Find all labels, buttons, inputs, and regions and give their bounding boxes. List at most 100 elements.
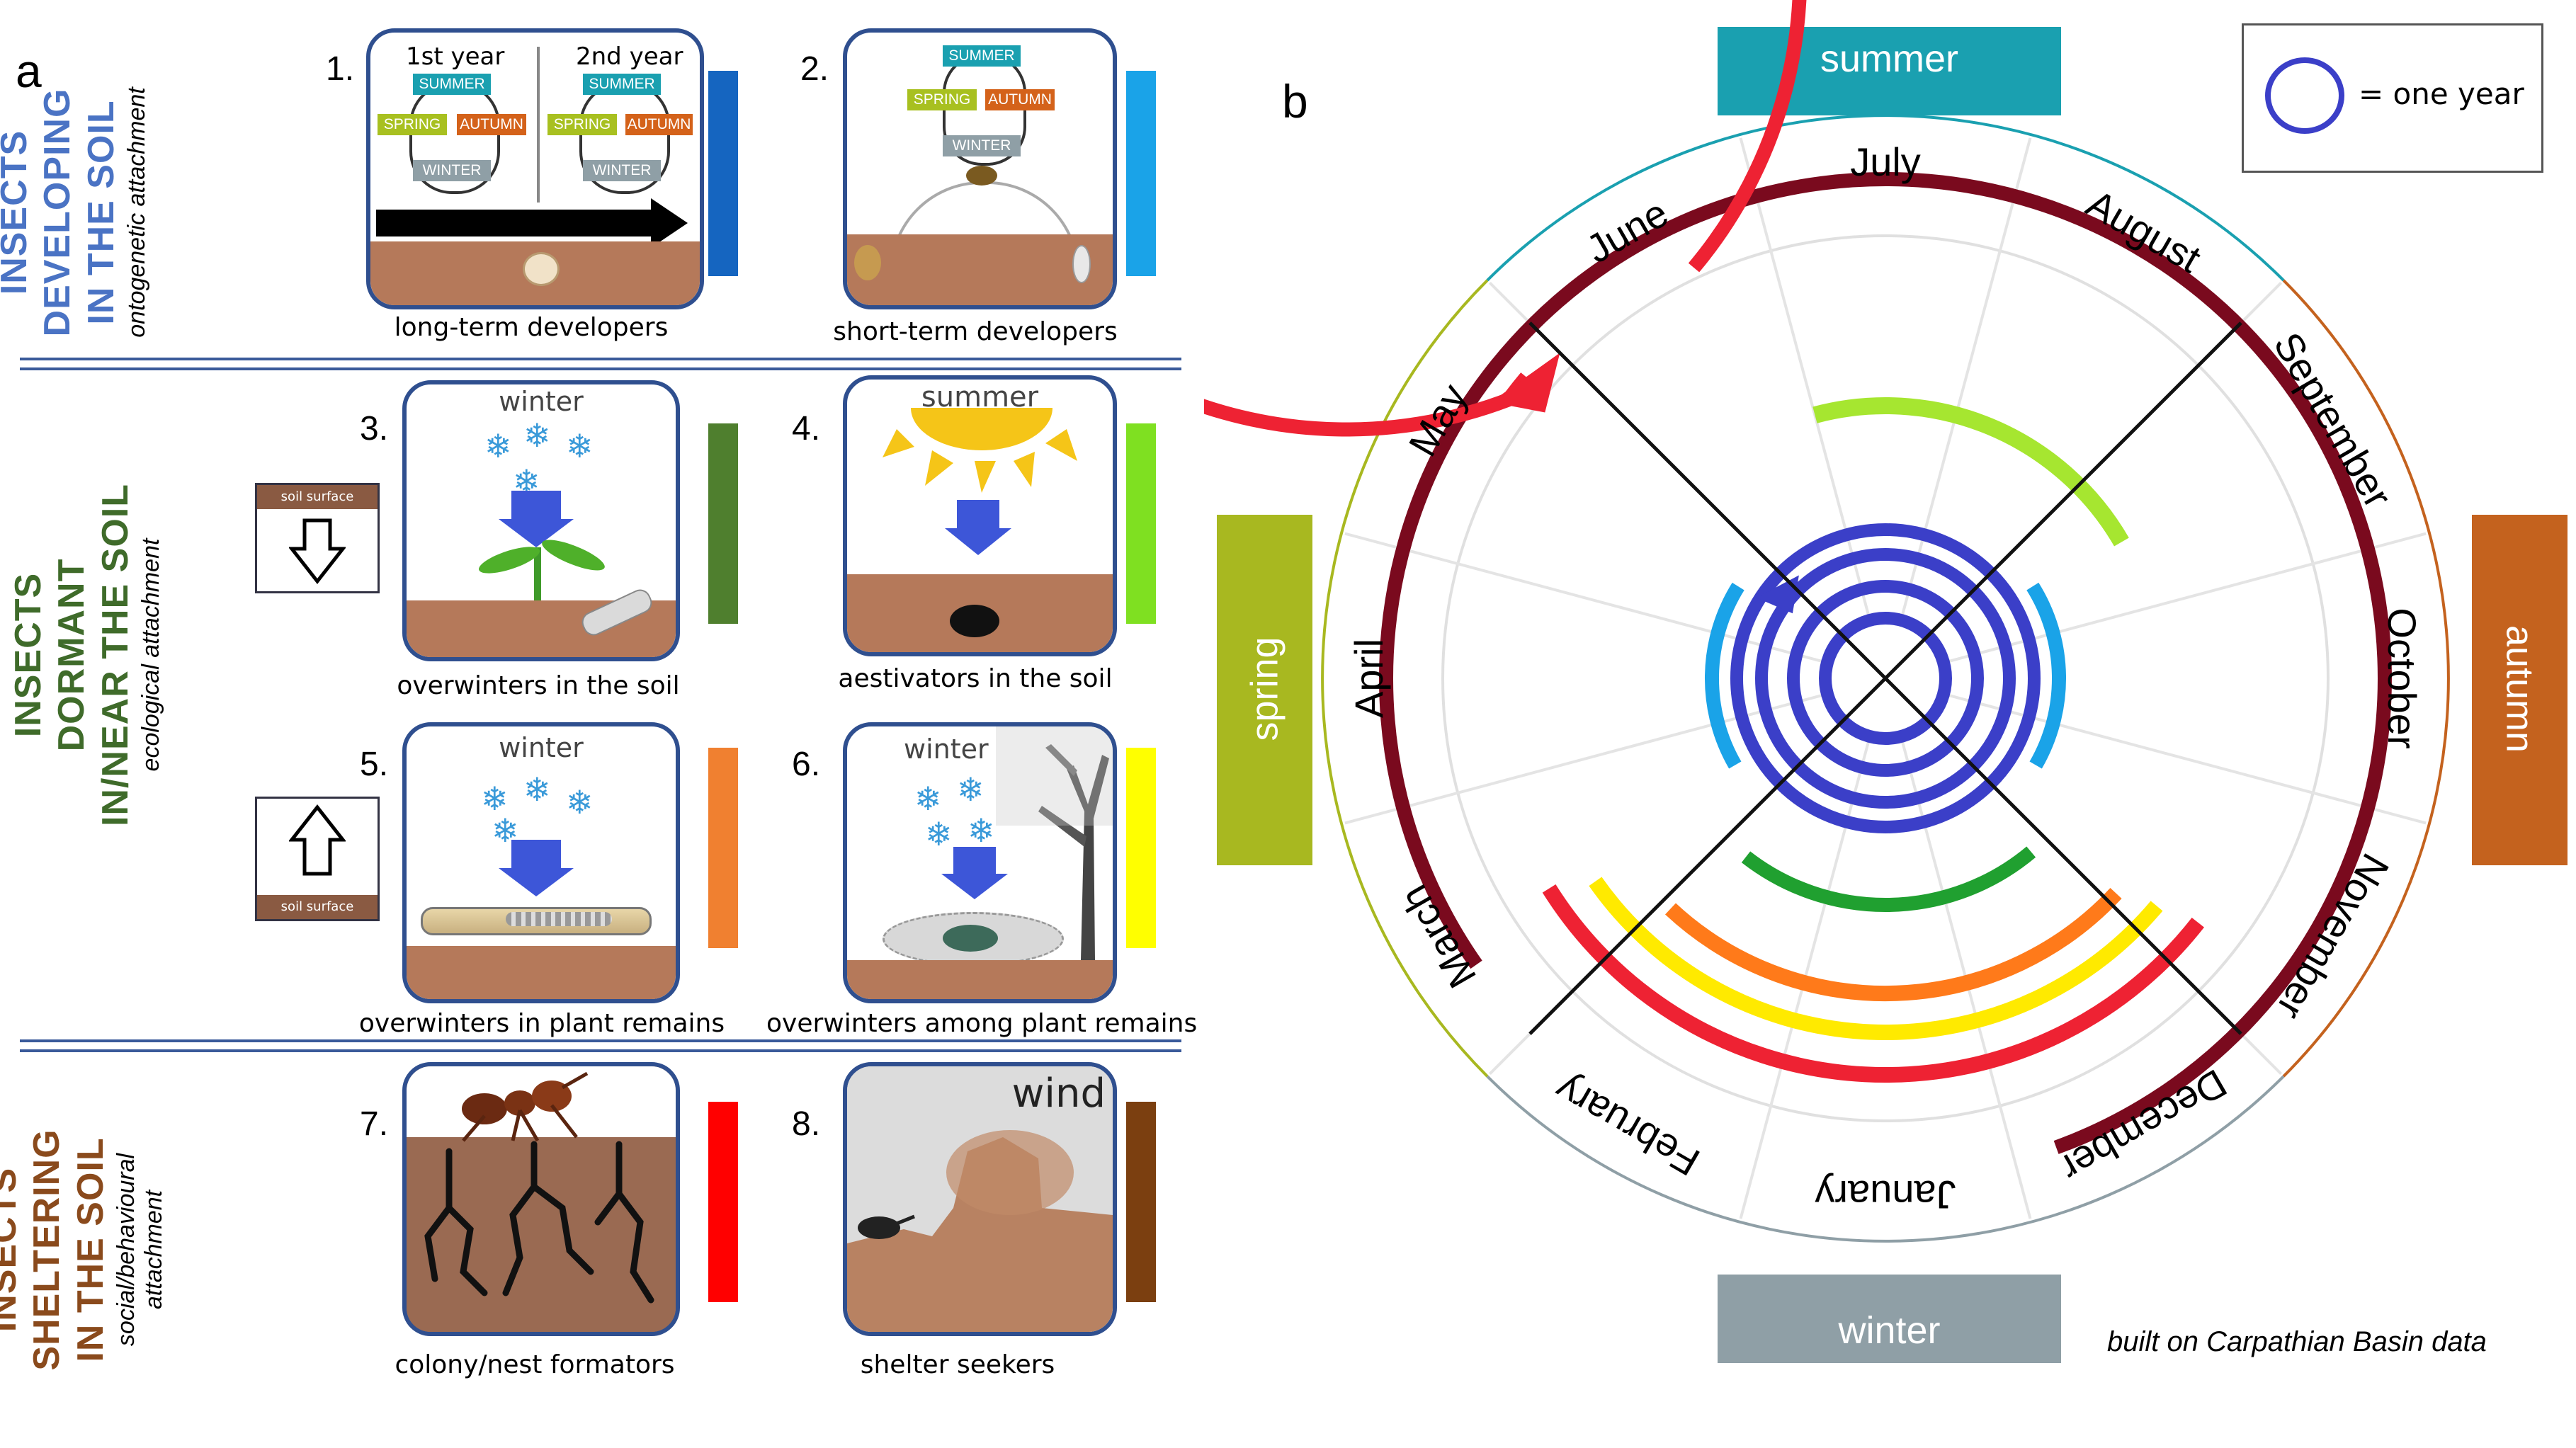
snowflake-icon: ❄ — [523, 770, 551, 809]
card2-number: 2. — [800, 50, 829, 88]
card6-soil — [847, 960, 1113, 999]
inset-soil-surface-up: soil surface — [255, 797, 380, 921]
card2-summer: SUMMER — [943, 45, 1021, 67]
card2-autumn: AUTUMN — [985, 89, 1055, 110]
outer-ring-winter — [1486, 1075, 2285, 1243]
card5-color-bar — [708, 748, 738, 948]
card6-caption: overwinters among plant remains — [766, 1009, 1198, 1038]
inset-down-soil-label: soil surface — [257, 485, 378, 509]
wind-shelter-icon — [847, 1066, 1113, 1332]
month-label: February — [1547, 1067, 1707, 1185]
footnote: built on Carpathian Basin data — [2107, 1326, 2487, 1357]
panel-a-label: a — [16, 45, 42, 97]
snowflake-icon: ❄ — [523, 416, 551, 455]
group-dormant-line3: IN/NEAR THE SOIL — [94, 483, 136, 827]
group-sheltering-sub2: attachment — [140, 1190, 168, 1310]
month-label: April — [1346, 639, 1391, 718]
card3-title: winter — [499, 386, 584, 417]
larva-in-stem-icon — [506, 912, 612, 926]
snowflake-icon: ❄ — [484, 427, 512, 465]
card8-title: wind — [1011, 1071, 1106, 1117]
bare-tree-icon — [996, 726, 1113, 960]
group-dormant-line2: DORMANT — [51, 558, 93, 752]
snowflake-icon: ❄ — [968, 811, 995, 850]
month-spoke — [1344, 693, 1825, 825]
separator-2 — [20, 1039, 1181, 1052]
card1-summer-1: SUMMER — [413, 74, 491, 95]
card-short-term-developers: SUMMER SPRING AUTUMN WINTER — [843, 28, 1117, 309]
arc-dark-red — [1379, 172, 2392, 1154]
arc-red-winter — [1542, 884, 2204, 1083]
month-label: July — [1850, 139, 1921, 184]
panel-b-label: b — [1282, 75, 1308, 127]
group-developing-line1: INSECTS — [0, 130, 35, 295]
season-tab-winter: winter — [1718, 1275, 2061, 1363]
card1-time-arrow-head — [651, 198, 688, 248]
group-label-developing: INSECTS DEVELOPING IN THE SOIL ontogenet… — [0, 14, 156, 411]
card-aestivators: summer — [843, 375, 1117, 656]
card1-summer-2: SUMMER — [583, 74, 661, 95]
down-arrow-blue-head — [499, 868, 574, 896]
snowflake-icon: ❄ — [566, 427, 594, 465]
group-developing-line2: DEVELOPING — [37, 88, 79, 337]
card-overwinters-among-plant-remains: winter ❄ ❄ ❄ ❄ — [843, 722, 1117, 1003]
outer-ring-spring — [1321, 279, 1489, 1078]
card7-color-bar — [708, 1102, 738, 1302]
inset-up-soil-label: soil surface — [257, 895, 378, 919]
card1-winter-1: WINTER — [413, 160, 491, 181]
blue-year-loop — [1730, 523, 2041, 833]
separator-1 — [20, 358, 1181, 370]
snowflake-icon: ❄ — [925, 815, 953, 853]
down-arrow-blue-icon — [957, 500, 999, 528]
beetle-icon — [950, 605, 999, 637]
legend-text: = one year — [2359, 76, 2524, 111]
season-tab-winter-label: winter — [1838, 1309, 1941, 1352]
group-sheltering-sub1: social/behavioural — [113, 1153, 140, 1347]
card1-winter-2: WINTER — [583, 160, 661, 181]
card1-caption: long-term developers — [394, 313, 669, 342]
group-sheltering-line1: INSECTS — [0, 1167, 24, 1333]
card6-color-bar — [1126, 748, 1156, 948]
card2-caption: short-term developers — [833, 317, 1118, 346]
arc-red-arrowhead — [1490, 353, 1560, 413]
month-label: December — [2053, 1061, 2234, 1191]
card1-color-bar — [708, 71, 738, 276]
arc-yellow — [1589, 877, 2163, 1040]
card1-time-arrow — [376, 210, 652, 236]
up-arrow-icon — [289, 804, 346, 876]
month-label: November — [2268, 846, 2398, 1027]
snowflake-icon: ❄ — [957, 770, 985, 809]
card2-soil — [847, 234, 1113, 305]
card8-caption: shelter seekers — [860, 1350, 1055, 1379]
card5-caption: overwinters in plant remains — [358, 1009, 725, 1038]
snowflake-icon: ❄ — [566, 783, 594, 821]
down-arrow-blue-icon — [511, 840, 561, 868]
inset-soil-surface-down: soil surface — [255, 483, 380, 593]
beetle-icon — [943, 925, 998, 952]
group-label-dormant: INSECTS DORMANT IN/NEAR THE SOIL ecologi… — [7, 457, 184, 853]
card2-spring: SPRING — [907, 89, 977, 110]
card2-color-bar — [1126, 71, 1156, 276]
season-tab-autumn: autumn — [2472, 515, 2568, 865]
card1-autumn-2: AUTUMN — [625, 114, 693, 135]
card-overwinters-plant-remains: winter ❄ ❄ ❄ ❄ — [402, 722, 680, 1003]
pupa-icon — [854, 245, 881, 280]
card4-number: 4. — [792, 410, 821, 447]
down-arrow-blue-icon — [953, 847, 996, 874]
card8-color-bar — [1126, 1102, 1156, 1302]
ant-nest-icon — [407, 1066, 676, 1332]
arc-orange — [1665, 887, 2122, 1002]
card3-number: 3. — [360, 410, 389, 447]
outer-ring-summer — [1486, 114, 2285, 282]
legend-box: = one year — [2242, 23, 2543, 173]
season-tab-spring: spring — [1217, 515, 1312, 865]
month-spoke — [1739, 137, 1871, 617]
down-arrow-blue-icon — [511, 491, 561, 519]
larva-icon — [523, 252, 560, 286]
month-spoke — [1344, 532, 1825, 663]
group-developing-sub: ontogenetic attachment — [123, 87, 151, 338]
month-label: January — [1815, 1173, 1956, 1217]
card5-soil — [407, 946, 676, 999]
card4-color-bar — [1126, 423, 1156, 624]
larva-icon-2 — [1072, 245, 1091, 283]
